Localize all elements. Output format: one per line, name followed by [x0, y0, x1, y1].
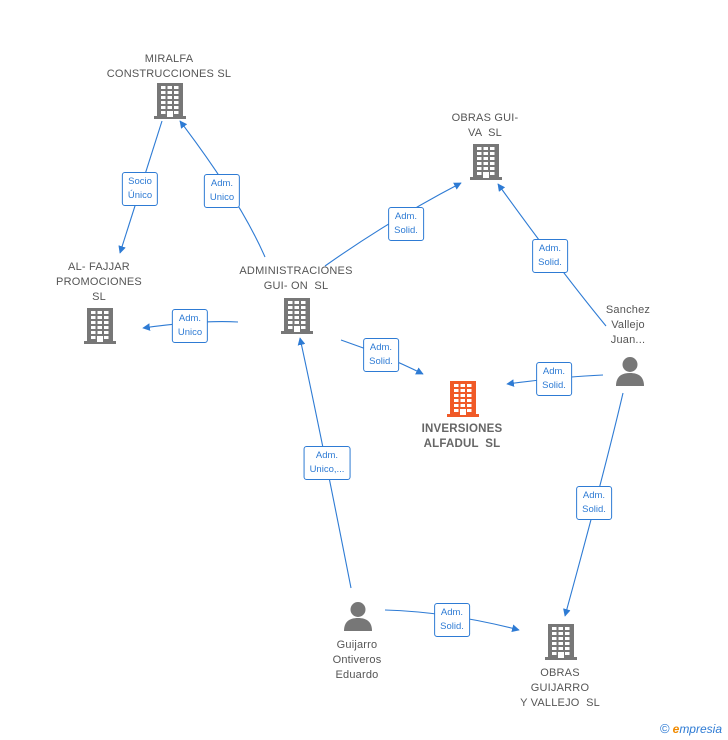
- building-icon[interactable]: [447, 381, 479, 422]
- node-label-obras-guijarro[interactable]: OBRAS GUIJARRO Y VALLEJO SL: [520, 667, 600, 709]
- node-label-al-fajjar[interactable]: AL- FAJJAR PROMOCIONES SL: [56, 261, 142, 303]
- copyright-symbol: ©: [660, 721, 670, 736]
- building-icon[interactable]: [84, 308, 116, 349]
- edge-label[interactable]: Adm. Solid.: [532, 239, 568, 273]
- edge-label[interactable]: Adm. Unico: [171, 309, 209, 343]
- node-label-sanchez[interactable]: Sanchez Vallejo Juan...: [605, 304, 651, 346]
- brand-initial: e: [672, 722, 680, 736]
- edge-label[interactable]: Adm. Solid.: [576, 486, 612, 520]
- edge-label[interactable]: Socio Único: [121, 172, 159, 206]
- node-label-miralfa[interactable]: MIRALFA CONSTRUCCIONES SL: [106, 53, 232, 80]
- person-icon[interactable]: [615, 356, 645, 391]
- edge-label[interactable]: Adm. Solid.: [363, 338, 399, 372]
- building-icon[interactable]: [545, 624, 577, 665]
- edge-label[interactable]: Adm. Solid.: [434, 603, 470, 637]
- node-label-guijarro[interactable]: Guijarro Ontiveros Eduardo: [332, 639, 382, 681]
- edge-label[interactable]: Adm. Unico: [203, 174, 241, 208]
- brand-name: mpresia: [679, 722, 722, 736]
- building-icon[interactable]: [154, 83, 186, 124]
- node-label-inversiones[interactable]: INVERSIONES ALFADUL SL: [421, 423, 503, 450]
- edge-label[interactable]: Adm. Solid.: [536, 362, 572, 396]
- node-label-administraciones[interactable]: ADMINISTRACIONES GUI- ON SL: [239, 265, 353, 292]
- building-icon[interactable]: [281, 298, 313, 339]
- edge-label[interactable]: Adm. Solid.: [388, 207, 424, 241]
- node-label-obras-guiva[interactable]: OBRAS GUI- VA SL: [451, 112, 519, 139]
- edge-label[interactable]: Adm. Unico,...: [303, 446, 351, 480]
- building-icon[interactable]: [470, 144, 502, 185]
- footer-brand: ©empresia: [660, 721, 722, 736]
- person-icon[interactable]: [343, 601, 373, 636]
